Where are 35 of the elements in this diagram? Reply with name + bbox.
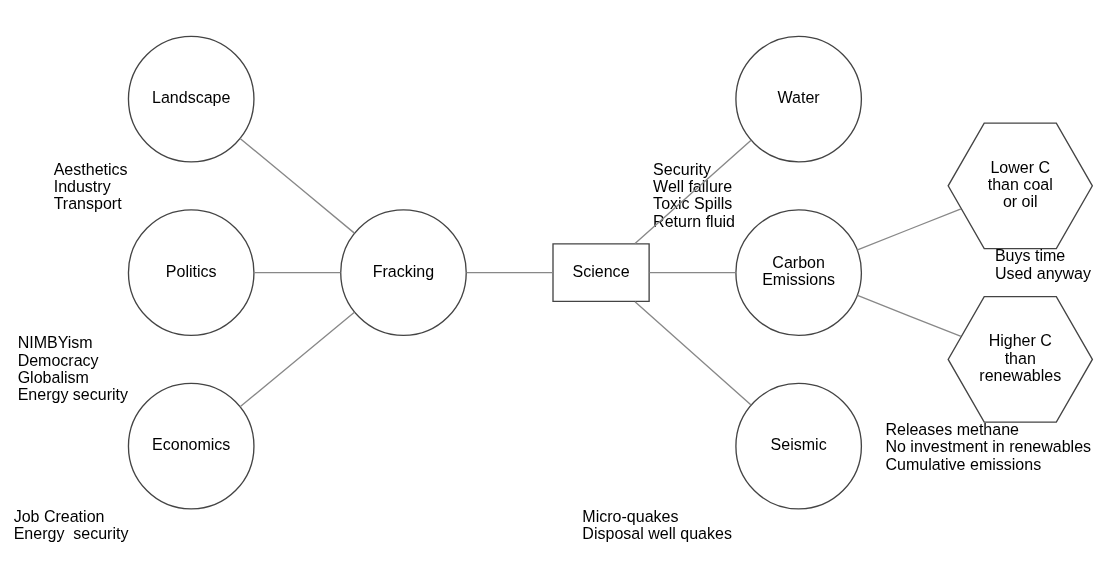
node-label: Job Creation: [13, 506, 105, 525]
connector: [856, 294, 962, 338]
node-circle: Seismic: [735, 382, 863, 510]
node-label: Energy security: [17, 385, 129, 404]
connector: [239, 137, 356, 234]
node-label: Aesthetics: [53, 159, 128, 178]
node-label: Return fluid: [653, 211, 736, 230]
node-label: Well failure: [653, 177, 733, 196]
node-label: Democracy: [17, 350, 99, 369]
node-label: Energy security: [13, 524, 129, 543]
node-label: Toxic Spills: [653, 194, 733, 213]
connector: [856, 208, 962, 251]
connector: [239, 311, 356, 408]
node-label: NIMBYism: [17, 333, 93, 352]
connector: [634, 301, 752, 406]
node-label: Globalism: [17, 367, 89, 386]
node-label: Security: [653, 159, 711, 178]
node-circle: Landscape: [127, 35, 255, 163]
connector: [253, 271, 342, 274]
node-circle: Economics: [127, 382, 255, 510]
connector: [634, 139, 752, 245]
node-label: No investment in renewables: [885, 437, 1092, 456]
node-circle: Water: [735, 35, 863, 163]
connector: [648, 271, 737, 274]
node-label: Transport: [53, 194, 122, 213]
connector: [465, 271, 554, 274]
node-label: Micro-quakes: [582, 506, 679, 525]
node-label: Cumulative emissions: [885, 454, 1042, 473]
node-label: Disposal well quakes: [582, 524, 732, 543]
node-circle: Politics: [127, 209, 255, 337]
node-circle: Fracking: [340, 209, 467, 337]
node-box: Science: [552, 243, 650, 303]
node-label: Used anyway: [994, 263, 1092, 282]
node-circle: Carbon Emissions: [735, 209, 863, 337]
node-label: Industry: [53, 177, 111, 196]
